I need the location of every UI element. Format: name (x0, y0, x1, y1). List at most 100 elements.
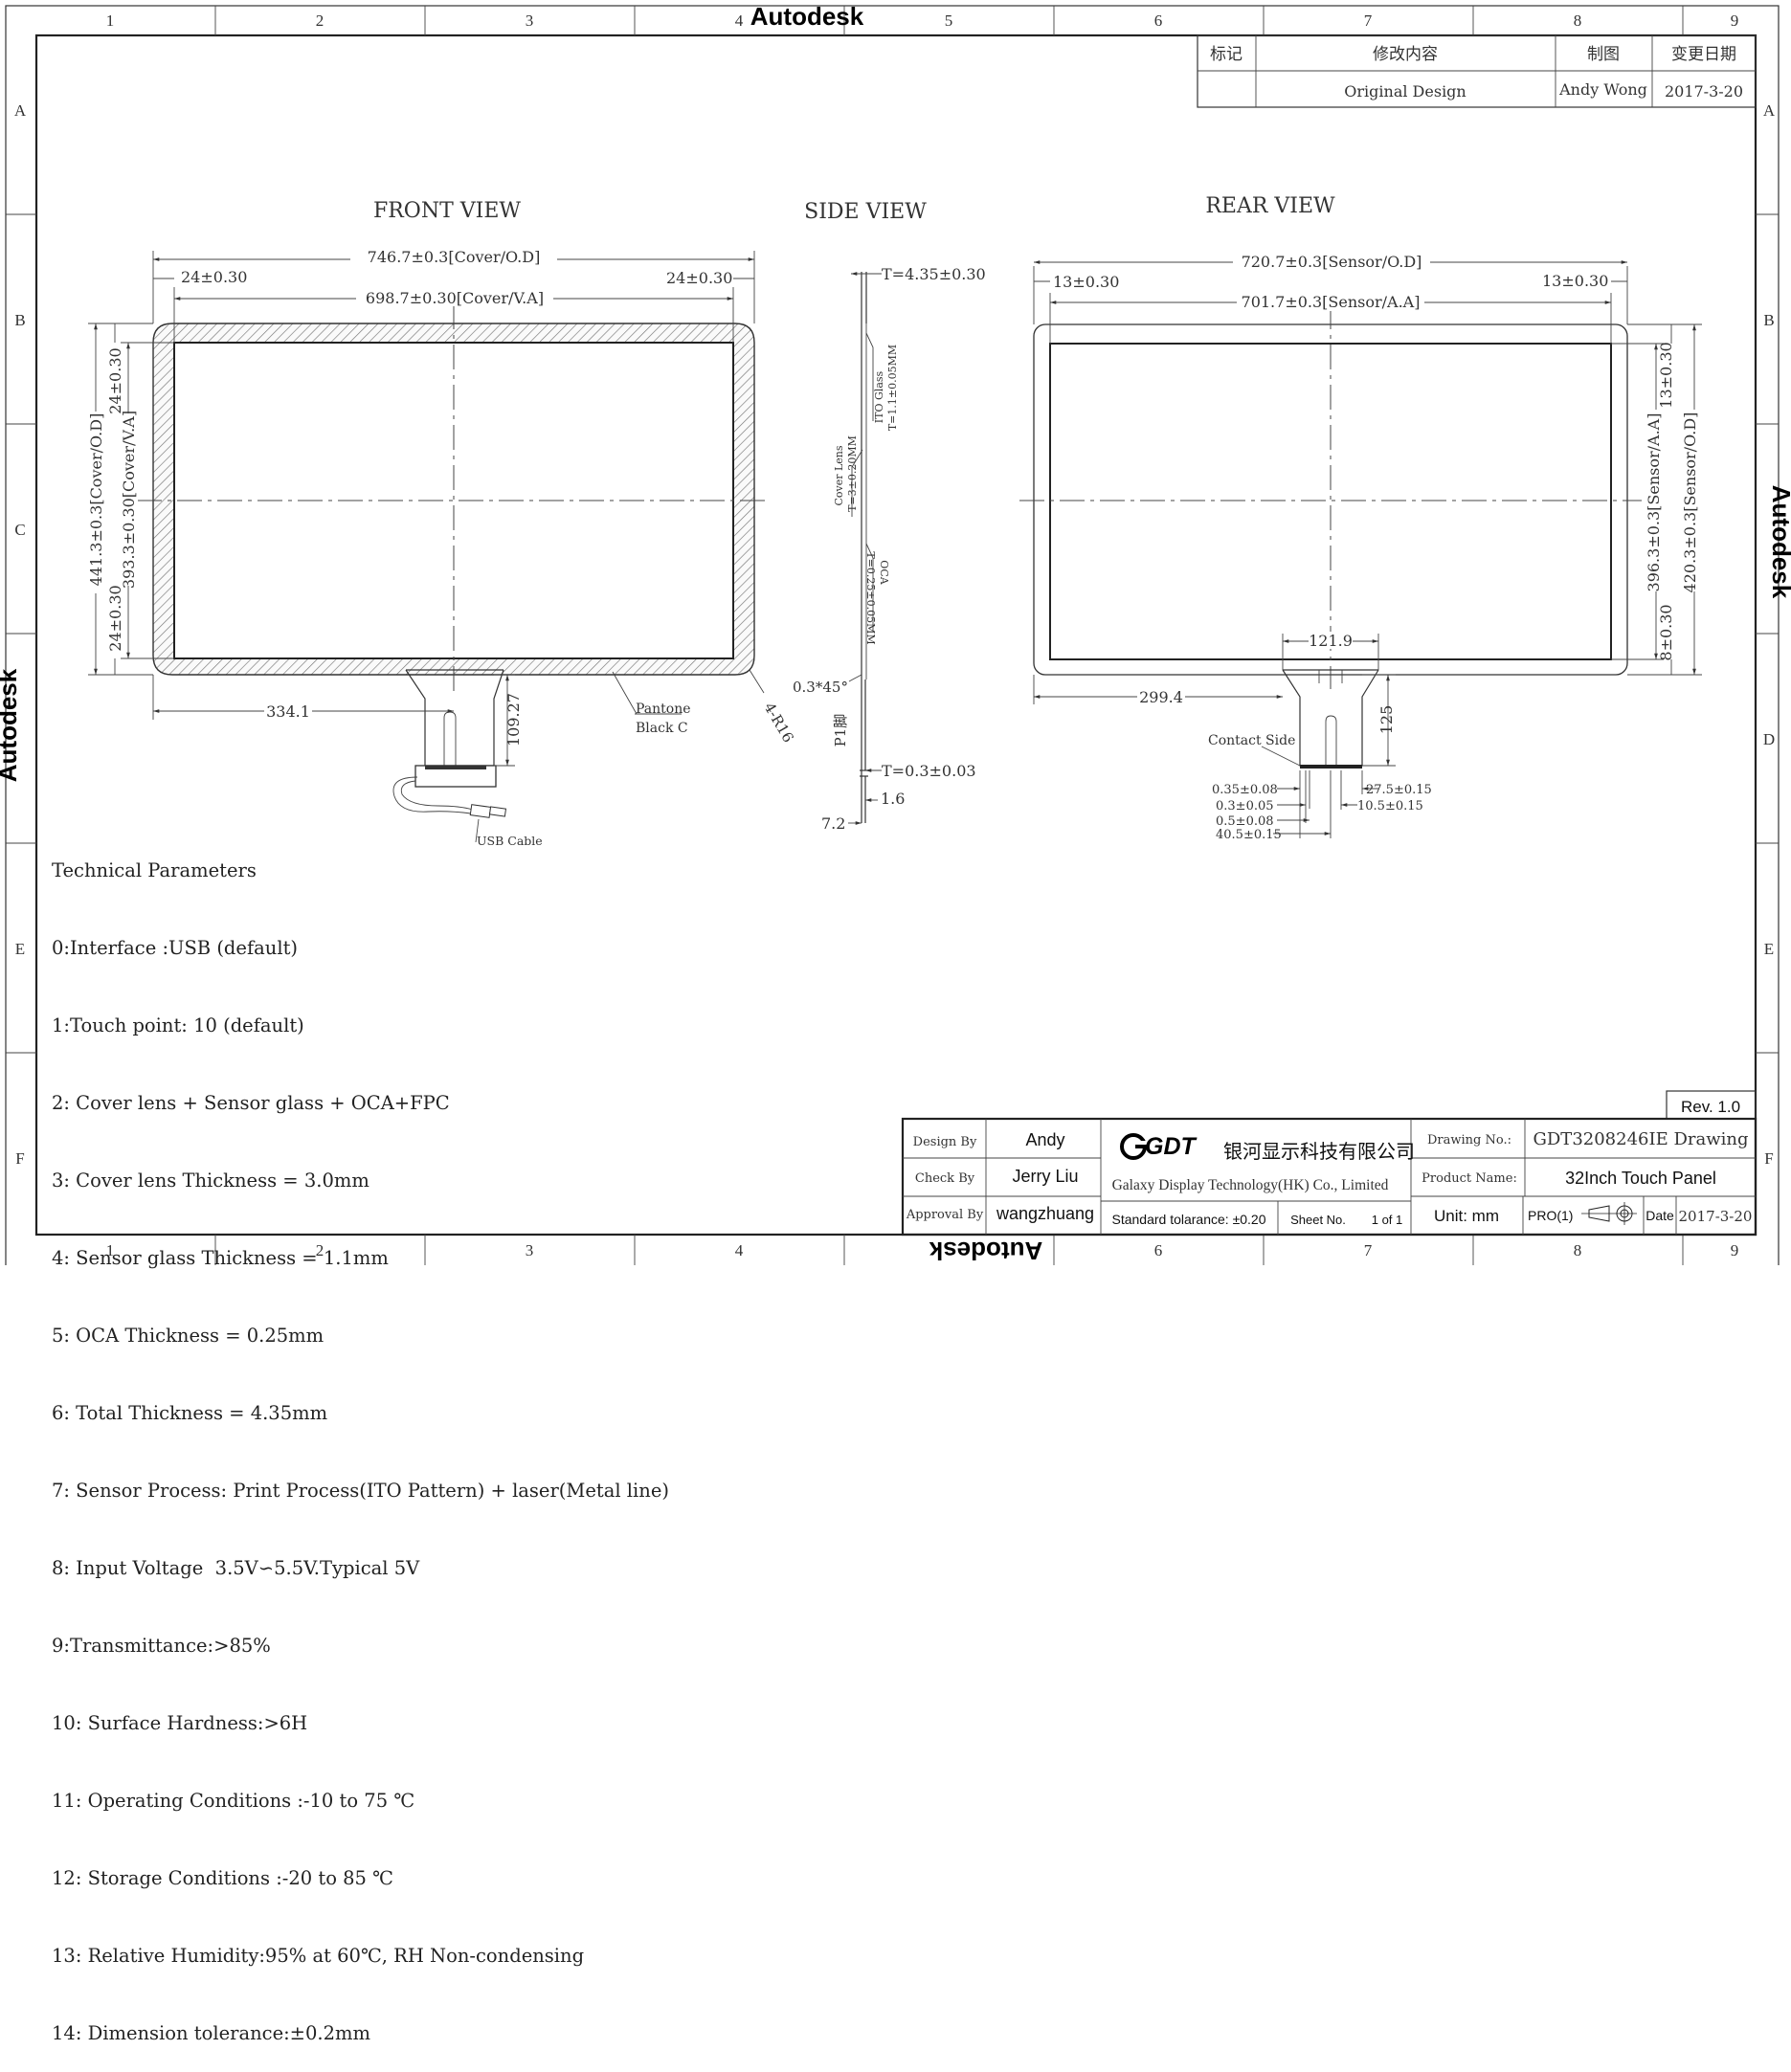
usb-cable-label: USB Cable (477, 834, 543, 848)
col-3-bottom: 3 (526, 1241, 534, 1259)
row-e-right: E (1764, 940, 1774, 958)
watermark-left: Autodesk (0, 668, 22, 782)
side-chamfer: 0.3*45° (793, 679, 848, 696)
front-view-title: FRONT VIEW (373, 199, 521, 223)
row-b-right: B (1763, 311, 1774, 329)
side-fpc-thickness: T=0.3±0.03 (882, 762, 976, 780)
side-ito-1: ITO Glass (873, 370, 885, 423)
approval-by-label: Approval By (906, 1208, 984, 1222)
front-cover-od-height: 441.3±0.3[Cover/O.D] (87, 413, 105, 587)
parameter-item: 3: Cover lens Thickness = 3.0mm (52, 1170, 369, 1192)
side-pin-label: P1脚 (832, 714, 849, 747)
front-cover-va-width: 698.7±0.30[Cover/V.A] (366, 289, 544, 307)
rear-fpc-offset: 299.4 (1139, 688, 1183, 706)
side-ito-2: T=1.1±0.05MM (886, 345, 899, 431)
parameter-item: 8: Input Voltage 3.5V∽5.5V.Typical 5V (52, 1557, 420, 1579)
row-a-right: A (1763, 101, 1776, 120)
col-7-bottom: 7 (1364, 1241, 1373, 1259)
rear-sensor-aa-width: 701.7±0.3[Sensor/A.A] (1242, 293, 1421, 311)
front-fpc (405, 669, 504, 767)
sheet-value: 1 of 1 (1372, 1213, 1403, 1227)
front-cover-va-height: 393.3±0.30[Cover/V.A] (120, 411, 138, 589)
col-9-bottom: 9 (1731, 1241, 1739, 1259)
rev-row-content: Original Design (1344, 82, 1466, 100)
projection-symbol-icon (1581, 1202, 1637, 1225)
side-dim-16: 1.6 (881, 790, 905, 808)
parameter-item: 11: Operating Conditions :-10 to 75 ℃ (52, 1790, 415, 1812)
parameter-item: 14: Dimension tolerance:±0.2mm (52, 2022, 371, 2044)
col-2-bottom: 2 (316, 1241, 325, 1259)
rear-pin-dim-2: 0.3±0.05 (1216, 799, 1274, 813)
rev-row-drawn: Andy Wong (1558, 80, 1647, 99)
side-oca-1: OCA (878, 560, 890, 585)
zone-markers: 1 2 3 4 5 6 7 8 9 1 2 3 4 6 7 8 9 A B C … (6, 6, 1779, 1265)
rev-header-mark: 标记 (1210, 45, 1243, 63)
rev-header-content: 修改内容 (1373, 45, 1438, 63)
watermark-right: Autodesk (1767, 485, 1791, 599)
parameter-item: 7: Sensor Process: Print Process(ITO Pat… (52, 1480, 669, 1502)
check-by-label: Check By (915, 1171, 975, 1186)
company-logo: GDT 银河显示科技有限公司 (1120, 1133, 1415, 1163)
rear-pin-dim-5: 27.5±0.15 (1366, 783, 1432, 797)
front-margin-left: 24±0.30 (181, 268, 247, 286)
col-1-bottom: 1 (106, 1241, 115, 1259)
revision-table: 标记 修改内容 制图 变更日期 Original Design Andy Won… (1197, 34, 1757, 108)
rear-view-title: REAR VIEW (1205, 194, 1335, 218)
design-by-label: Design By (913, 1135, 977, 1149)
rev-header-drawn: 制图 (1587, 45, 1620, 63)
rear-pin-dim-1: 0.35±0.08 (1212, 783, 1278, 797)
outer-border (5, 5, 1780, 1265)
parameter-item: 0:Interface :USB (default) (52, 937, 299, 959)
inner-border (34, 33, 1757, 1237)
corner-radius-label: 4-R16 (761, 700, 797, 746)
col-2-top: 2 (316, 11, 325, 30)
col-6-top: 6 (1154, 11, 1163, 30)
front-fpc-offset: 334.1 (266, 702, 310, 721)
svg-text:GDT: GDT (1145, 1133, 1198, 1160)
rear-pin-dim-3: 0.5±0.08 (1216, 814, 1274, 829)
side-oca-2: T=0.25±0.05MM (864, 551, 877, 644)
company-name-en: Galaxy Display Technology(HK) Co., Limit… (1112, 1177, 1389, 1193)
watermark-top: Autodesk (750, 2, 864, 31)
parameter-item: 2: Cover lens + Sensor glass + OCA+FPC (52, 1092, 450, 1114)
col-4-bottom: 4 (735, 1241, 744, 1259)
company-name-cn: 银河显示科技有限公司 (1223, 1141, 1415, 1163)
front-margin-bottom: 24±0.30 (106, 585, 124, 651)
pantone-label-2: Black C (636, 721, 688, 736)
product-name-label: Product Name: (1422, 1171, 1517, 1186)
parameter-item: 9:Transmittance:>85% (52, 1635, 271, 1657)
product-name-value: 32Inch Touch Panel (1565, 1169, 1716, 1188)
side-cover-1: Cover Lens (833, 445, 845, 505)
drawing-no-value: GDT3208246IE Drawing (1534, 1129, 1749, 1149)
rear-margin-bottom: 8±0.30 (1657, 604, 1675, 660)
parameter-item: 13: Relative Humidity:95% at 60℃, RH Non… (52, 1945, 585, 1967)
watermark-bottom: Autodesk (929, 1237, 1042, 1265)
rear-pin-dim-4: 40.5±0.15 (1216, 828, 1282, 842)
col-9-top: 9 (1731, 11, 1739, 30)
row-b-left: B (14, 311, 25, 329)
rear-margin-right: 13±0.30 (1542, 272, 1608, 290)
drawing-sheet: 1 2 3 4 5 6 7 8 9 1 2 3 4 6 7 8 9 A B C … (0, 2, 1791, 1265)
col-1-top: 1 (106, 11, 115, 30)
col-6-bottom: 6 (1154, 1241, 1163, 1259)
col-7-top: 7 (1364, 11, 1373, 30)
rear-sensor-od-width: 720.7±0.3[Sensor/O.D] (1242, 253, 1422, 271)
parameter-item: 5: OCA Thickness = 0.25mm (52, 1325, 325, 1347)
rear-margin-top: 13±0.30 (1657, 342, 1675, 408)
row-c-left: C (14, 521, 25, 539)
date-value: 2017-3-20 (1679, 1208, 1753, 1225)
rear-pin-dim-6: 10.5±0.15 (1357, 799, 1423, 813)
front-fpc-length: 109.27 (504, 693, 523, 746)
row-f-left: F (15, 1149, 24, 1168)
row-a-left: A (14, 101, 27, 120)
rev-header-date: 变更日期 (1671, 45, 1736, 63)
row-e-left: E (15, 940, 25, 958)
front-margin-right: 24±0.30 (666, 269, 732, 287)
parameter-item: 6: Total Thickness = 4.35mm (52, 1402, 328, 1424)
rear-fpc-length: 125 (1377, 705, 1396, 735)
drawing-no-label: Drawing No.: (1427, 1133, 1511, 1147)
side-total-thickness: T=4.35±0.30 (882, 265, 986, 283)
row-d-right: D (1763, 730, 1775, 748)
col-8-top: 8 (1574, 11, 1582, 30)
front-margin-top: 24±0.30 (106, 347, 124, 413)
